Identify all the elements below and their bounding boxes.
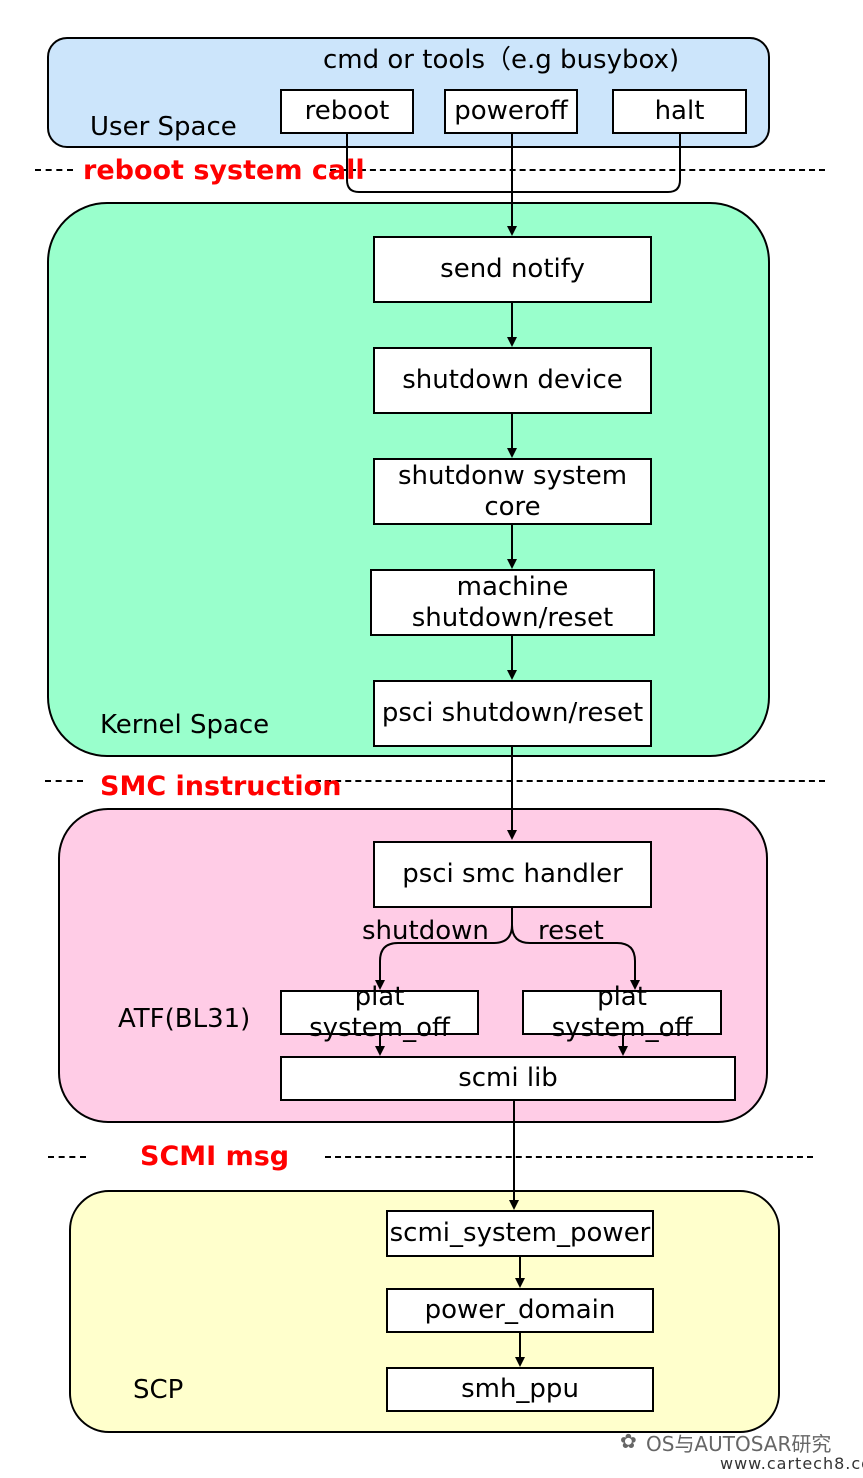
psci-smc-handler-box: psci smc handler (373, 841, 652, 908)
kernel-space-label: Kernel Space (100, 710, 270, 740)
smc-separator-line-left (45, 780, 83, 782)
user-space-label: User Space (90, 112, 237, 142)
shutdown-branch-label: shutdown (362, 916, 489, 946)
user-space-header: cmd or tools（e.g busybox) (323, 45, 680, 75)
watermark-site: www.cartech8.com (720, 1454, 863, 1473)
reboot-command-box: reboot (280, 89, 414, 134)
scp-label: SCP (133, 1375, 184, 1405)
machine-shutdown-reset-step: machine shutdown/reset (370, 569, 655, 636)
smc-separator-label: SMC instruction (100, 771, 342, 802)
plat-system-off-right-box: plat system_off (522, 982, 722, 1043)
psci-shutdown-reset-step: psci shutdown/reset (373, 680, 652, 747)
syscall-separator-line-right (330, 169, 825, 171)
scmi-separator-line-right (325, 1156, 813, 1158)
shutdown-device-step: shutdown device (373, 347, 652, 414)
poweroff-command-box: poweroff (444, 89, 578, 134)
send-notify-step: send notify (373, 236, 652, 303)
power-domain-step: power_domain (386, 1288, 654, 1333)
reset-branch-label: reset (538, 916, 604, 946)
smc-separator-line-right (315, 780, 825, 782)
halt-command-box: halt (612, 89, 747, 134)
atf-label: ATF(BL31) (118, 1004, 251, 1034)
syscall-separator-label: reboot system call (83, 155, 365, 186)
wechat-icon: ✿ (620, 1429, 637, 1453)
plat-system-off-left-box: plat system_off (280, 982, 479, 1043)
syscall-separator-line-left (35, 169, 73, 171)
watermark-text: OS与AUTOSAR研究 (646, 1432, 832, 1456)
watermark: ✿ OS与AUTOSAR研究 www.cartech8.com (620, 1426, 863, 1474)
scmi-separator-line-left (48, 1156, 86, 1158)
scmi-system-power-step: scmi_system_power (386, 1210, 654, 1257)
scmi-separator-label: SCMI msg (140, 1141, 290, 1172)
scmi-lib-box: scmi lib (280, 1056, 736, 1101)
smh-ppu-step: smh_ppu (386, 1367, 654, 1412)
shutdown-system-core-step: shutdonw system core (373, 458, 652, 525)
